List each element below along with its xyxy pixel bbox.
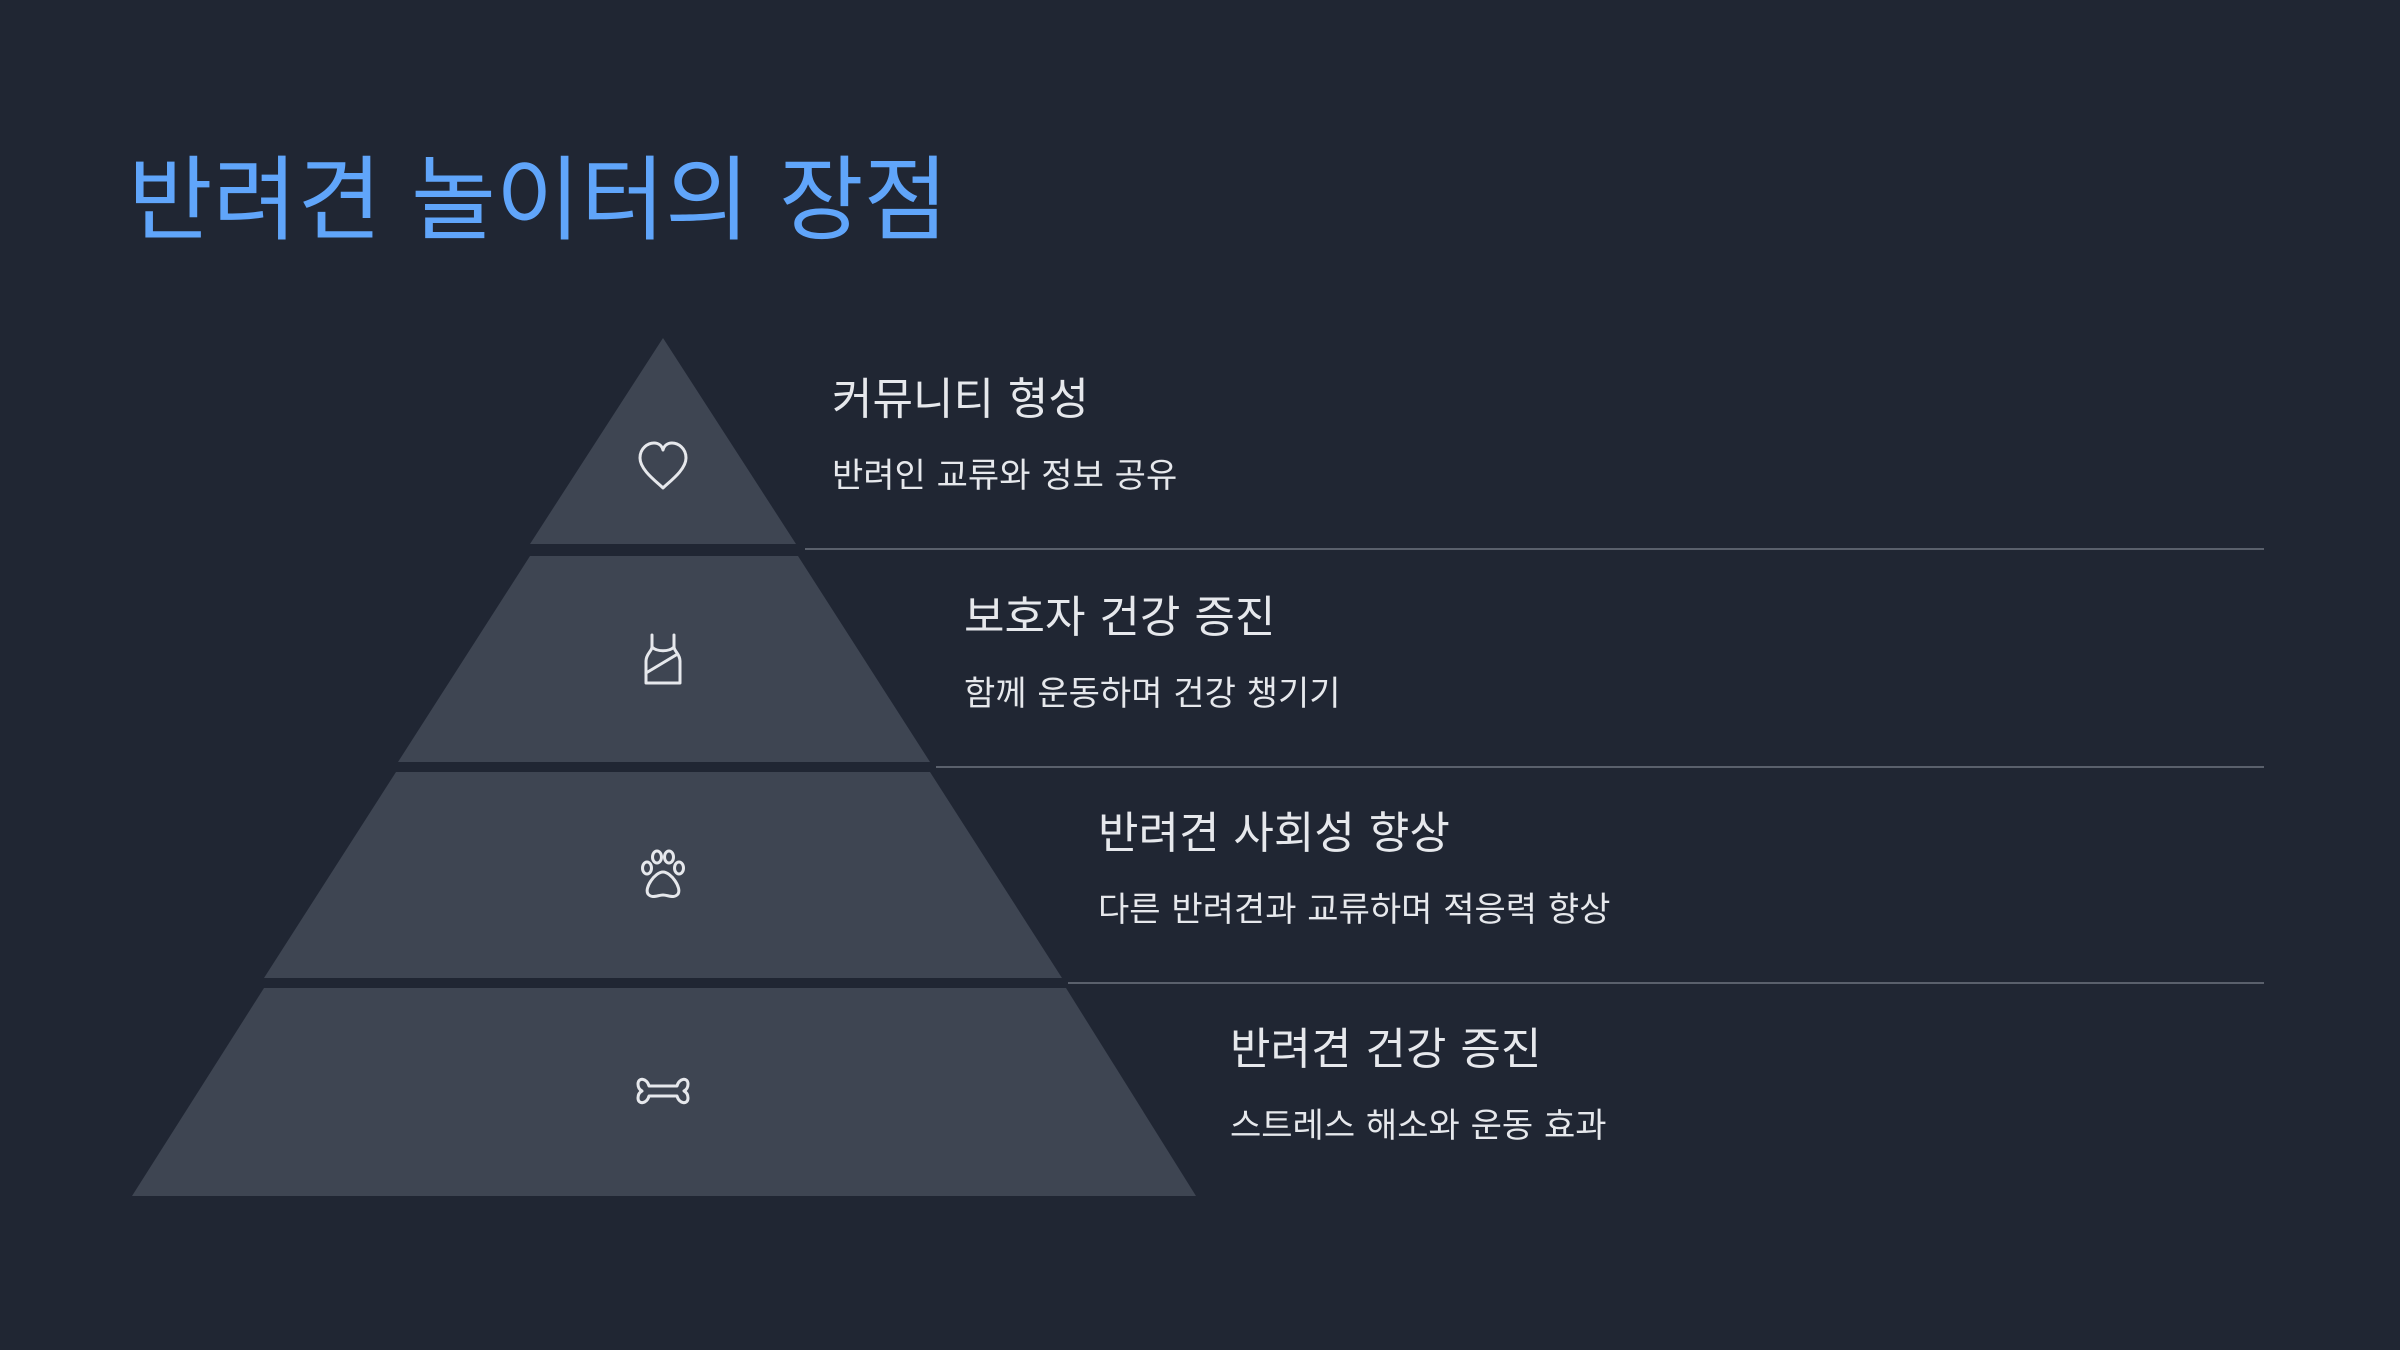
pyramid-tier-1 [530, 338, 796, 544]
tier-1-description: 반려인 교류와 정보 공유 [832, 456, 1178, 496]
tier-3-title: 반려견 사회성 향상 [1098, 808, 1450, 859]
tank-top-icon [644, 633, 682, 685]
tier-3-description: 다른 반려견과 교류하며 적응력 향상 [1098, 890, 1611, 930]
tier-2-description: 함께 운동하며 건강 챙기기 [964, 674, 1341, 714]
tier-4-description: 스트레스 해소와 운동 효과 [1230, 1106, 1607, 1146]
tier-2-title: 보호자 건강 증진 [964, 592, 1276, 643]
tier-4-title: 반려견 건강 증진 [1230, 1024, 1542, 1075]
tier-1-title: 커뮤니티 형성 [832, 374, 1089, 425]
heart-icon [638, 441, 688, 490]
pyramid-tier-4 [132, 988, 1196, 1196]
pyramid-tier-2 [398, 556, 930, 762]
page-title: 반려견 놀이터의 장점 [128, 147, 949, 254]
paw-icon [641, 849, 685, 899]
bone-icon [636, 1077, 690, 1105]
pyramid-tier-3 [264, 772, 1062, 978]
